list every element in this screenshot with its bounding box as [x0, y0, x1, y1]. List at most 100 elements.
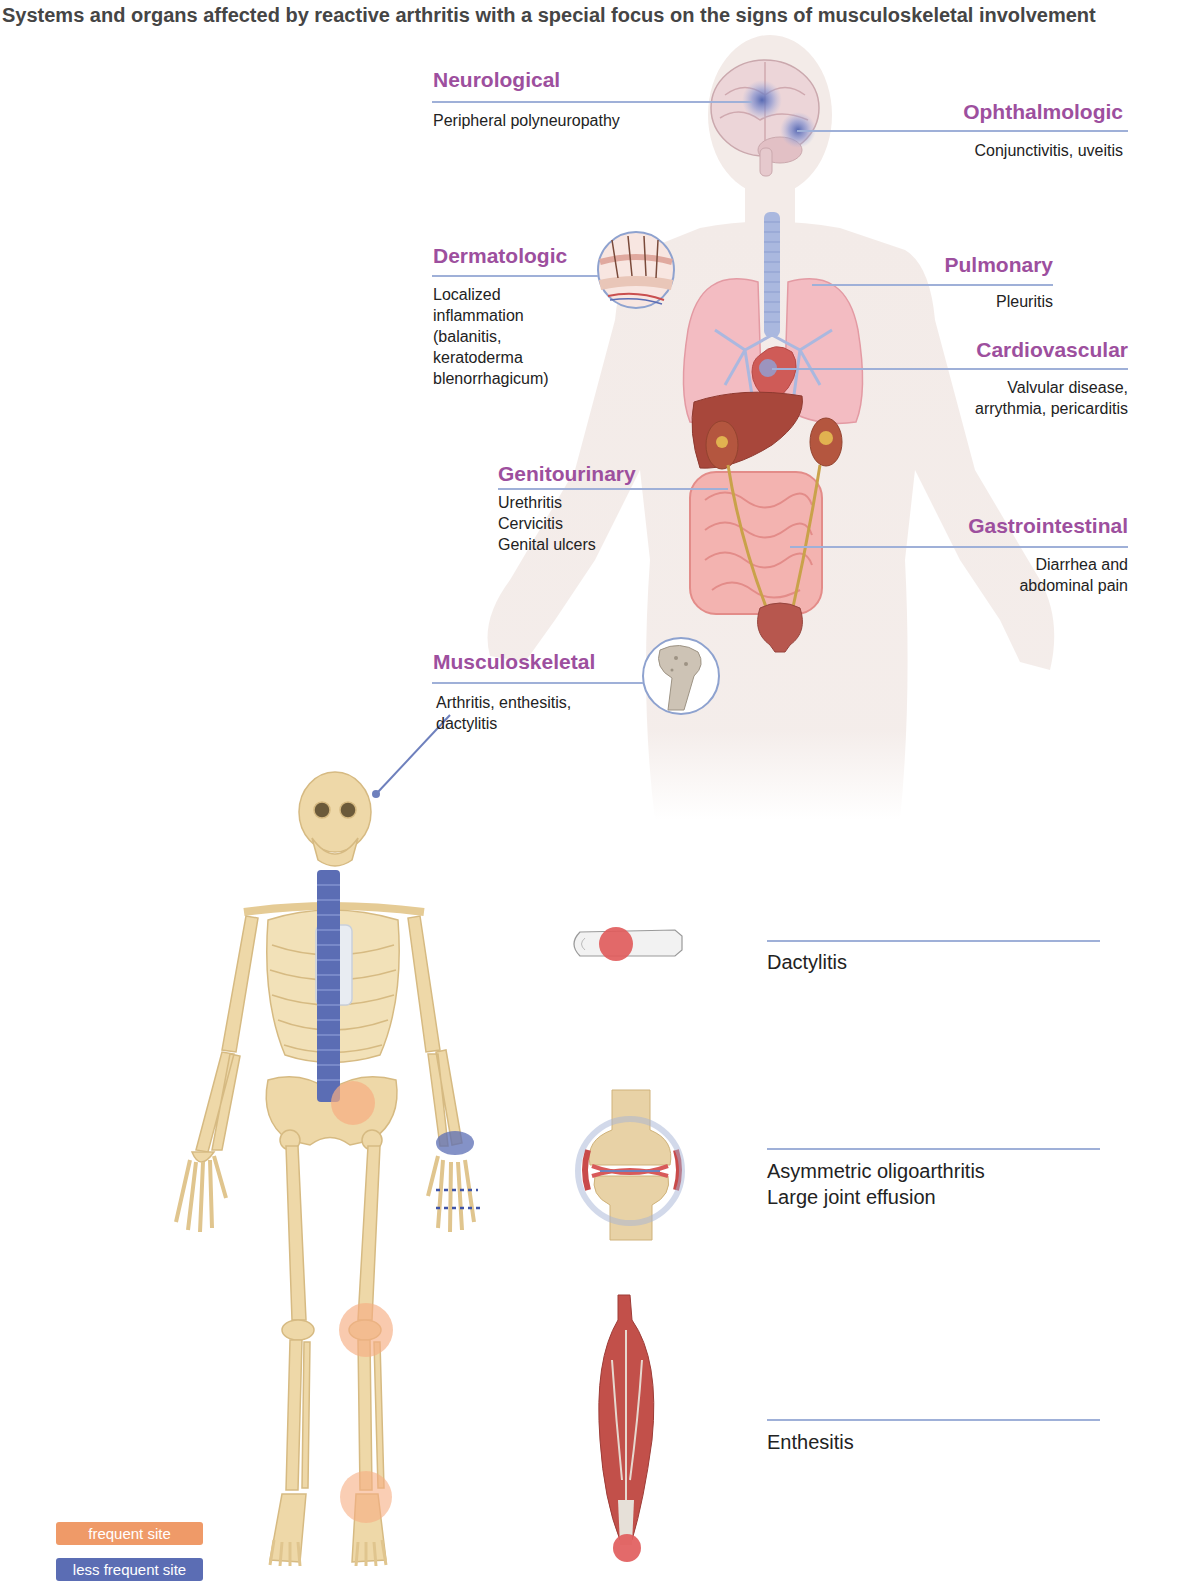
skeleton — [222, 916, 258, 1052]
spine-highlight — [317, 870, 340, 1102]
sign-label: Enthesitis — [767, 1430, 854, 1454]
brain — [760, 148, 772, 176]
leader-lines — [498, 488, 728, 490]
sign-label: Dactylitis — [767, 950, 847, 974]
symptom-text: Arthritis, enthesitis, dactylitis — [436, 692, 606, 734]
urinary-tract — [728, 465, 820, 652]
system-heading: Musculoskeletal — [433, 650, 595, 674]
kidneys — [819, 431, 833, 445]
trachea — [764, 212, 780, 337]
skin-icon — [612, 236, 658, 278]
kidneys — [716, 436, 728, 448]
kidneys — [706, 418, 842, 469]
skin-icon — [598, 232, 674, 308]
symptom-text: Pleuritis — [996, 291, 1053, 312]
skeleton — [196, 1052, 240, 1152]
figure-title: Systems and organs affected by reactive … — [2, 4, 1096, 27]
leader-lines — [767, 940, 1100, 942]
intestines — [690, 472, 822, 614]
leader-lines — [772, 368, 1128, 370]
joint-highlights — [339, 1303, 393, 1357]
finger-icon — [574, 927, 682, 961]
leader-lines — [767, 1419, 1100, 1421]
kidneys — [810, 418, 842, 466]
skeleton — [176, 772, 474, 1566]
knee-joint-icon — [594, 1176, 669, 1240]
skeleton — [428, 1156, 474, 1232]
joint-highlights — [436, 1190, 480, 1208]
symptom-text: Cervicitis — [498, 513, 563, 534]
body-silhouette — [488, 35, 1055, 820]
system-heading: Neurological — [433, 68, 560, 92]
skeleton — [286, 1146, 306, 1320]
symptom-text: Valvular disease, arrythmia, pericarditi… — [948, 377, 1128, 419]
knee-joint-icon — [585, 1150, 679, 1190]
skin-icon — [600, 257, 672, 262]
leader-lines — [790, 546, 1128, 548]
spine-highlight — [317, 870, 340, 1102]
symptom-text: Peripheral polyneuropathy — [433, 110, 620, 131]
leader-dot — [372, 790, 380, 798]
leader-lines — [812, 284, 1053, 286]
skeleton — [358, 1146, 380, 1320]
system-heading: Pulmonary — [944, 253, 1053, 277]
skin-icon — [600, 281, 672, 285]
symptom-text: Localized inflammation (balanitis, kerat… — [433, 284, 573, 389]
sign-label: Large joint effusion — [767, 1185, 936, 1209]
knee-joint-icon — [600, 1170, 660, 1172]
system-heading: Dermatologic — [433, 244, 567, 268]
liver — [692, 392, 802, 468]
symptom-text: Conjunctivitis, uveitis — [975, 140, 1124, 161]
skin-icon — [598, 232, 674, 308]
legend-text: less frequent site — [73, 1561, 186, 1578]
symptom-text: Urethritis — [498, 492, 562, 513]
joint-highlights — [331, 1081, 480, 1523]
joint-highlights — [436, 1131, 474, 1155]
skeleton — [408, 916, 440, 1052]
leader-lines — [432, 682, 643, 684]
brain — [711, 60, 819, 176]
system-heading: Cardiovascular — [976, 338, 1128, 362]
skeleton — [358, 1340, 384, 1490]
sign-label: Asymmetric oligoarthritis — [767, 1159, 985, 1183]
body-silhouette — [708, 35, 832, 195]
spine-highlight — [317, 885, 340, 1080]
bone-icon — [659, 645, 702, 710]
leader-lines — [767, 1148, 1100, 1150]
bone-icon — [671, 669, 674, 672]
calf-muscle-icon — [599, 1295, 654, 1562]
bone-icon — [643, 638, 719, 714]
intestines — [690, 472, 822, 614]
skeleton — [286, 1340, 310, 1490]
trachea — [764, 222, 780, 322]
brain — [742, 80, 782, 120]
joint-highlights — [340, 1471, 392, 1523]
system-heading: Ophthalmologic — [963, 100, 1123, 124]
system-heading: Gastrointestinal — [968, 514, 1128, 538]
skeleton — [340, 802, 356, 818]
knee-joint-icon — [592, 1166, 668, 1176]
skin-icon — [610, 299, 662, 304]
trachea — [764, 212, 780, 337]
joint-highlights — [331, 1081, 375, 1125]
symptom-text: Diarrhea and abdominal pain — [998, 554, 1128, 596]
leader-lines — [432, 275, 598, 277]
skeleton — [312, 838, 358, 866]
urinary-tract — [758, 603, 803, 652]
calf-muscle-icon — [613, 1534, 641, 1562]
bone-icon — [643, 638, 719, 714]
finger-icon — [582, 938, 586, 950]
kidneys — [706, 421, 738, 469]
legend-swatch: less frequent site — [56, 1558, 203, 1581]
legend-swatch: frequent site — [56, 1522, 203, 1545]
finger-icon — [599, 927, 633, 961]
leader-lines — [432, 101, 752, 103]
skeleton — [314, 802, 330, 818]
skeleton — [282, 1320, 314, 1340]
bone-icon — [684, 662, 688, 666]
knee-joint-icon — [578, 1090, 682, 1240]
legend-text: frequent site — [88, 1525, 171, 1542]
skeleton — [270, 1494, 306, 1562]
